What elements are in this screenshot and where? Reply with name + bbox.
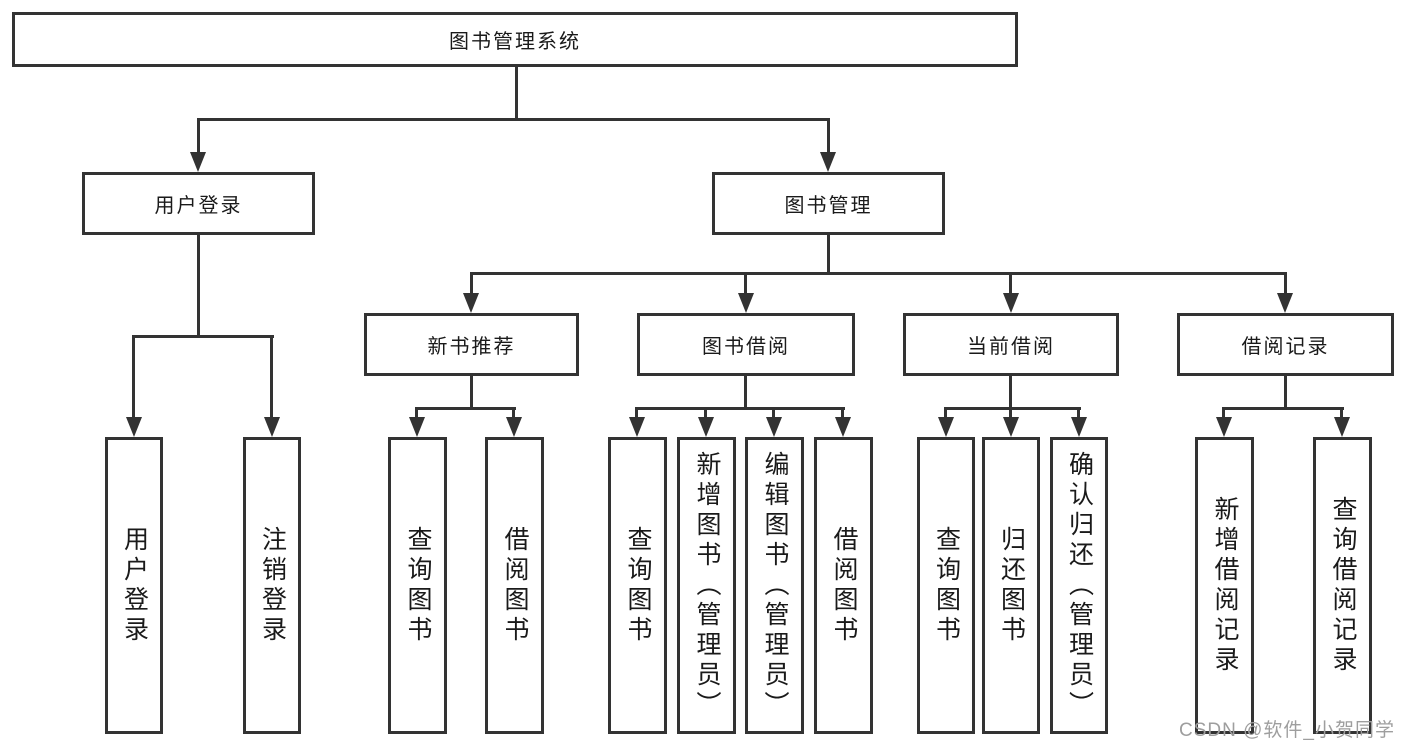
leaf-borrow-books: 借阅图书	[814, 437, 873, 734]
connector-line	[1284, 272, 1287, 296]
connector-line	[1340, 407, 1343, 419]
connector-line	[1222, 407, 1225, 419]
leaf-query-books-current: 查询图书	[917, 437, 975, 734]
node-book-borrow: 图书借阅	[637, 313, 855, 376]
connector-line	[635, 407, 638, 419]
connector-line	[515, 67, 518, 120]
node-book-borrow-label: 图书借阅	[702, 336, 790, 358]
connector-line	[744, 272, 747, 296]
connector-line	[944, 407, 947, 419]
leaf-borrow-books-recommend: 借阅图书	[485, 437, 544, 734]
arrowhead-icon	[409, 417, 425, 437]
node-borrow-records: 借阅记录	[1177, 313, 1394, 376]
connector-line	[704, 407, 707, 419]
connector-line	[744, 376, 747, 409]
arrowhead-icon	[820, 152, 836, 172]
connector-line	[197, 118, 830, 121]
node-user-login-label: 用户登录	[154, 195, 243, 217]
connector-line	[270, 335, 273, 420]
connector-line	[1284, 376, 1287, 409]
connector-line	[470, 272, 473, 296]
arrowhead-icon	[629, 417, 645, 437]
arrowhead-icon	[190, 152, 206, 172]
leaf-borrow-books-label: 借阅图书	[830, 525, 858, 646]
node-user-login: 用户登录	[82, 172, 315, 235]
connector-line	[1077, 407, 1080, 419]
leaf-return-books: 归还图书	[982, 437, 1040, 734]
connector-line	[944, 407, 1081, 410]
leaf-logout: 注销登录	[243, 437, 301, 734]
connector-line	[415, 407, 418, 419]
leaf-user-login: 用户登录	[105, 437, 163, 734]
connector-line	[827, 118, 830, 156]
leaf-add-borrow-record-label: 新增借阅记录	[1211, 495, 1239, 676]
arrowhead-icon	[1216, 417, 1232, 437]
connector-line	[197, 118, 200, 156]
connector-line	[1009, 272, 1012, 296]
leaf-query-borrow-record: 查询借阅记录	[1313, 437, 1372, 734]
connector-line	[827, 235, 830, 275]
arrowhead-icon	[1334, 417, 1350, 437]
arrowhead-icon	[738, 293, 754, 313]
arrowhead-icon	[766, 417, 782, 437]
arrowhead-icon	[1003, 293, 1019, 313]
connector-line	[415, 407, 516, 410]
arrowhead-icon	[463, 293, 479, 313]
leaf-add-books-admin: 新增图书（管理员）	[677, 437, 736, 734]
arrowhead-icon	[1277, 293, 1293, 313]
leaf-query-books-borrow-label: 查询图书	[624, 525, 652, 646]
connector-line	[512, 407, 515, 419]
leaf-user-login-label: 用户登录	[120, 525, 149, 646]
connector-line	[197, 235, 200, 338]
leaf-borrow-books-recommend-label: 借阅图书	[501, 525, 529, 646]
leaf-query-books-borrow: 查询图书	[608, 437, 667, 734]
arrowhead-icon	[1003, 417, 1019, 437]
connector-line	[132, 335, 135, 420]
node-book-management: 图书管理	[712, 172, 945, 235]
leaf-edit-books-admin: 编辑图书（管理员）	[745, 437, 804, 734]
connector-line	[772, 407, 775, 419]
connector-line	[841, 407, 844, 419]
leaf-query-books-recommend-label: 查询图书	[404, 525, 432, 646]
node-new-book-recommend-label: 新书推荐	[427, 336, 516, 358]
node-current-borrow-label: 当前借阅	[967, 336, 1055, 358]
node-borrow-records-label: 借阅记录	[1241, 336, 1330, 358]
leaf-confirm-return-admin: 确认归还（管理员）	[1050, 437, 1108, 734]
watermark: CSDN @软件_小贺同学	[1179, 720, 1395, 741]
leaf-logout-label: 注销登录	[258, 525, 287, 646]
node-root: 图书管理系统	[12, 12, 1018, 67]
connector-line	[635, 407, 845, 410]
arrowhead-icon	[264, 417, 280, 437]
connector-line	[470, 272, 1287, 275]
node-new-book-recommend: 新书推荐	[364, 313, 579, 376]
node-book-management-label: 图书管理	[784, 195, 873, 217]
leaf-add-books-admin-label: 新增图书（管理员）	[693, 450, 721, 721]
node-root-label: 图书管理系统	[449, 31, 581, 53]
arrowhead-icon	[698, 417, 714, 437]
leaf-query-books-recommend: 查询图书	[388, 437, 447, 734]
arrowhead-icon	[835, 417, 851, 437]
connector-line	[1009, 376, 1012, 409]
leaf-edit-books-admin-label: 编辑图书（管理员）	[761, 450, 789, 721]
connector-line	[132, 335, 274, 338]
arrowhead-icon	[126, 417, 142, 437]
leaf-confirm-return-admin-label: 确认归还（管理员）	[1065, 450, 1094, 721]
arrowhead-icon	[506, 417, 522, 437]
leaf-return-books-label: 归还图书	[997, 525, 1026, 646]
arrowhead-icon	[1071, 417, 1087, 437]
connector-line	[1222, 407, 1344, 410]
leaf-query-books-current-label: 查询图书	[932, 525, 961, 646]
leaf-add-borrow-record: 新增借阅记录	[1195, 437, 1254, 734]
connector-line	[470, 376, 473, 409]
leaf-query-borrow-record-label: 查询借阅记录	[1329, 495, 1357, 676]
arrowhead-icon	[938, 417, 954, 437]
connector-line	[1009, 407, 1012, 419]
node-current-borrow: 当前借阅	[903, 313, 1119, 376]
